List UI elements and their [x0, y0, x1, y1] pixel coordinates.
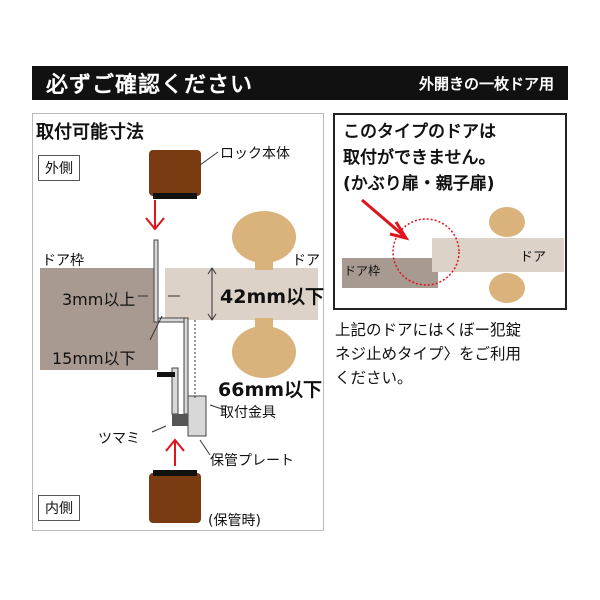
header-banner: 必ずご確認ください 外開きの一枚ドア用 — [32, 66, 568, 100]
wrong-frame-label: ドア枠 — [344, 264, 381, 278]
dim-3mm-label: 3mm以上 — [62, 290, 136, 309]
plate-label: 保管プレート — [210, 453, 294, 469]
dimension-lines — [138, 151, 226, 456]
dim-42mm-label: 42mm以下 — [220, 286, 325, 308]
door-knob-bottom-icon — [232, 318, 296, 378]
panel-heading: 取付可能寸法 — [36, 122, 144, 143]
warning-arrow-icon — [361, 198, 410, 241]
warning-line-1: このタイプのドアは — [343, 122, 496, 142]
door-knob-top-icon — [232, 211, 296, 270]
bracket-black-pad — [157, 372, 175, 377]
down-arrow-icon — [145, 200, 165, 231]
wrong-frame-block — [342, 258, 438, 288]
dim-15mm-label: 15mm以下 — [52, 349, 136, 368]
lock-body-label: ロック本体 — [220, 146, 290, 162]
knob-label: ツマミ — [98, 431, 140, 447]
warning-panel — [333, 113, 567, 310]
mounting-bracket — [153, 239, 207, 437]
dim-66mm-label: 66mm以下 — [218, 379, 323, 401]
storage-label: (保管時) — [208, 513, 261, 529]
frame-label: ドア枠 — [42, 253, 84, 269]
banner-title: 必ずご確認ください — [46, 73, 254, 98]
bracket-label: 取付金具 — [220, 405, 276, 421]
small-knob-top-icon — [489, 207, 525, 237]
highlight-circle — [392, 218, 460, 286]
warning-line-3: (かぶり扉・親子扉) — [343, 174, 495, 194]
door-block — [165, 268, 318, 320]
lock-body-storage-icon — [149, 470, 201, 523]
door-frame-block — [40, 268, 158, 370]
door-label: ドア — [292, 253, 320, 269]
lock-body-icon — [149, 150, 201, 199]
wrong-door-block — [432, 238, 564, 272]
inside-label: 内側 — [38, 495, 80, 521]
knob-block — [172, 414, 188, 426]
outside-label: 外側 — [38, 155, 80, 181]
wrong-door-label: ドア — [520, 250, 547, 265]
warning-line-2: 取付ができません。 — [343, 148, 496, 168]
small-knob-bottom-icon — [489, 273, 525, 303]
up-arrow-icon — [165, 438, 185, 466]
banner-subtitle: 外開きの一枚ドア用 — [418, 74, 554, 93]
usage-note: 上記のドアにはくぼー犯錠 ネジ止めタイプ〉をご利用 ください。 — [335, 321, 522, 387]
mounting-dimensions-panel — [32, 113, 324, 531]
